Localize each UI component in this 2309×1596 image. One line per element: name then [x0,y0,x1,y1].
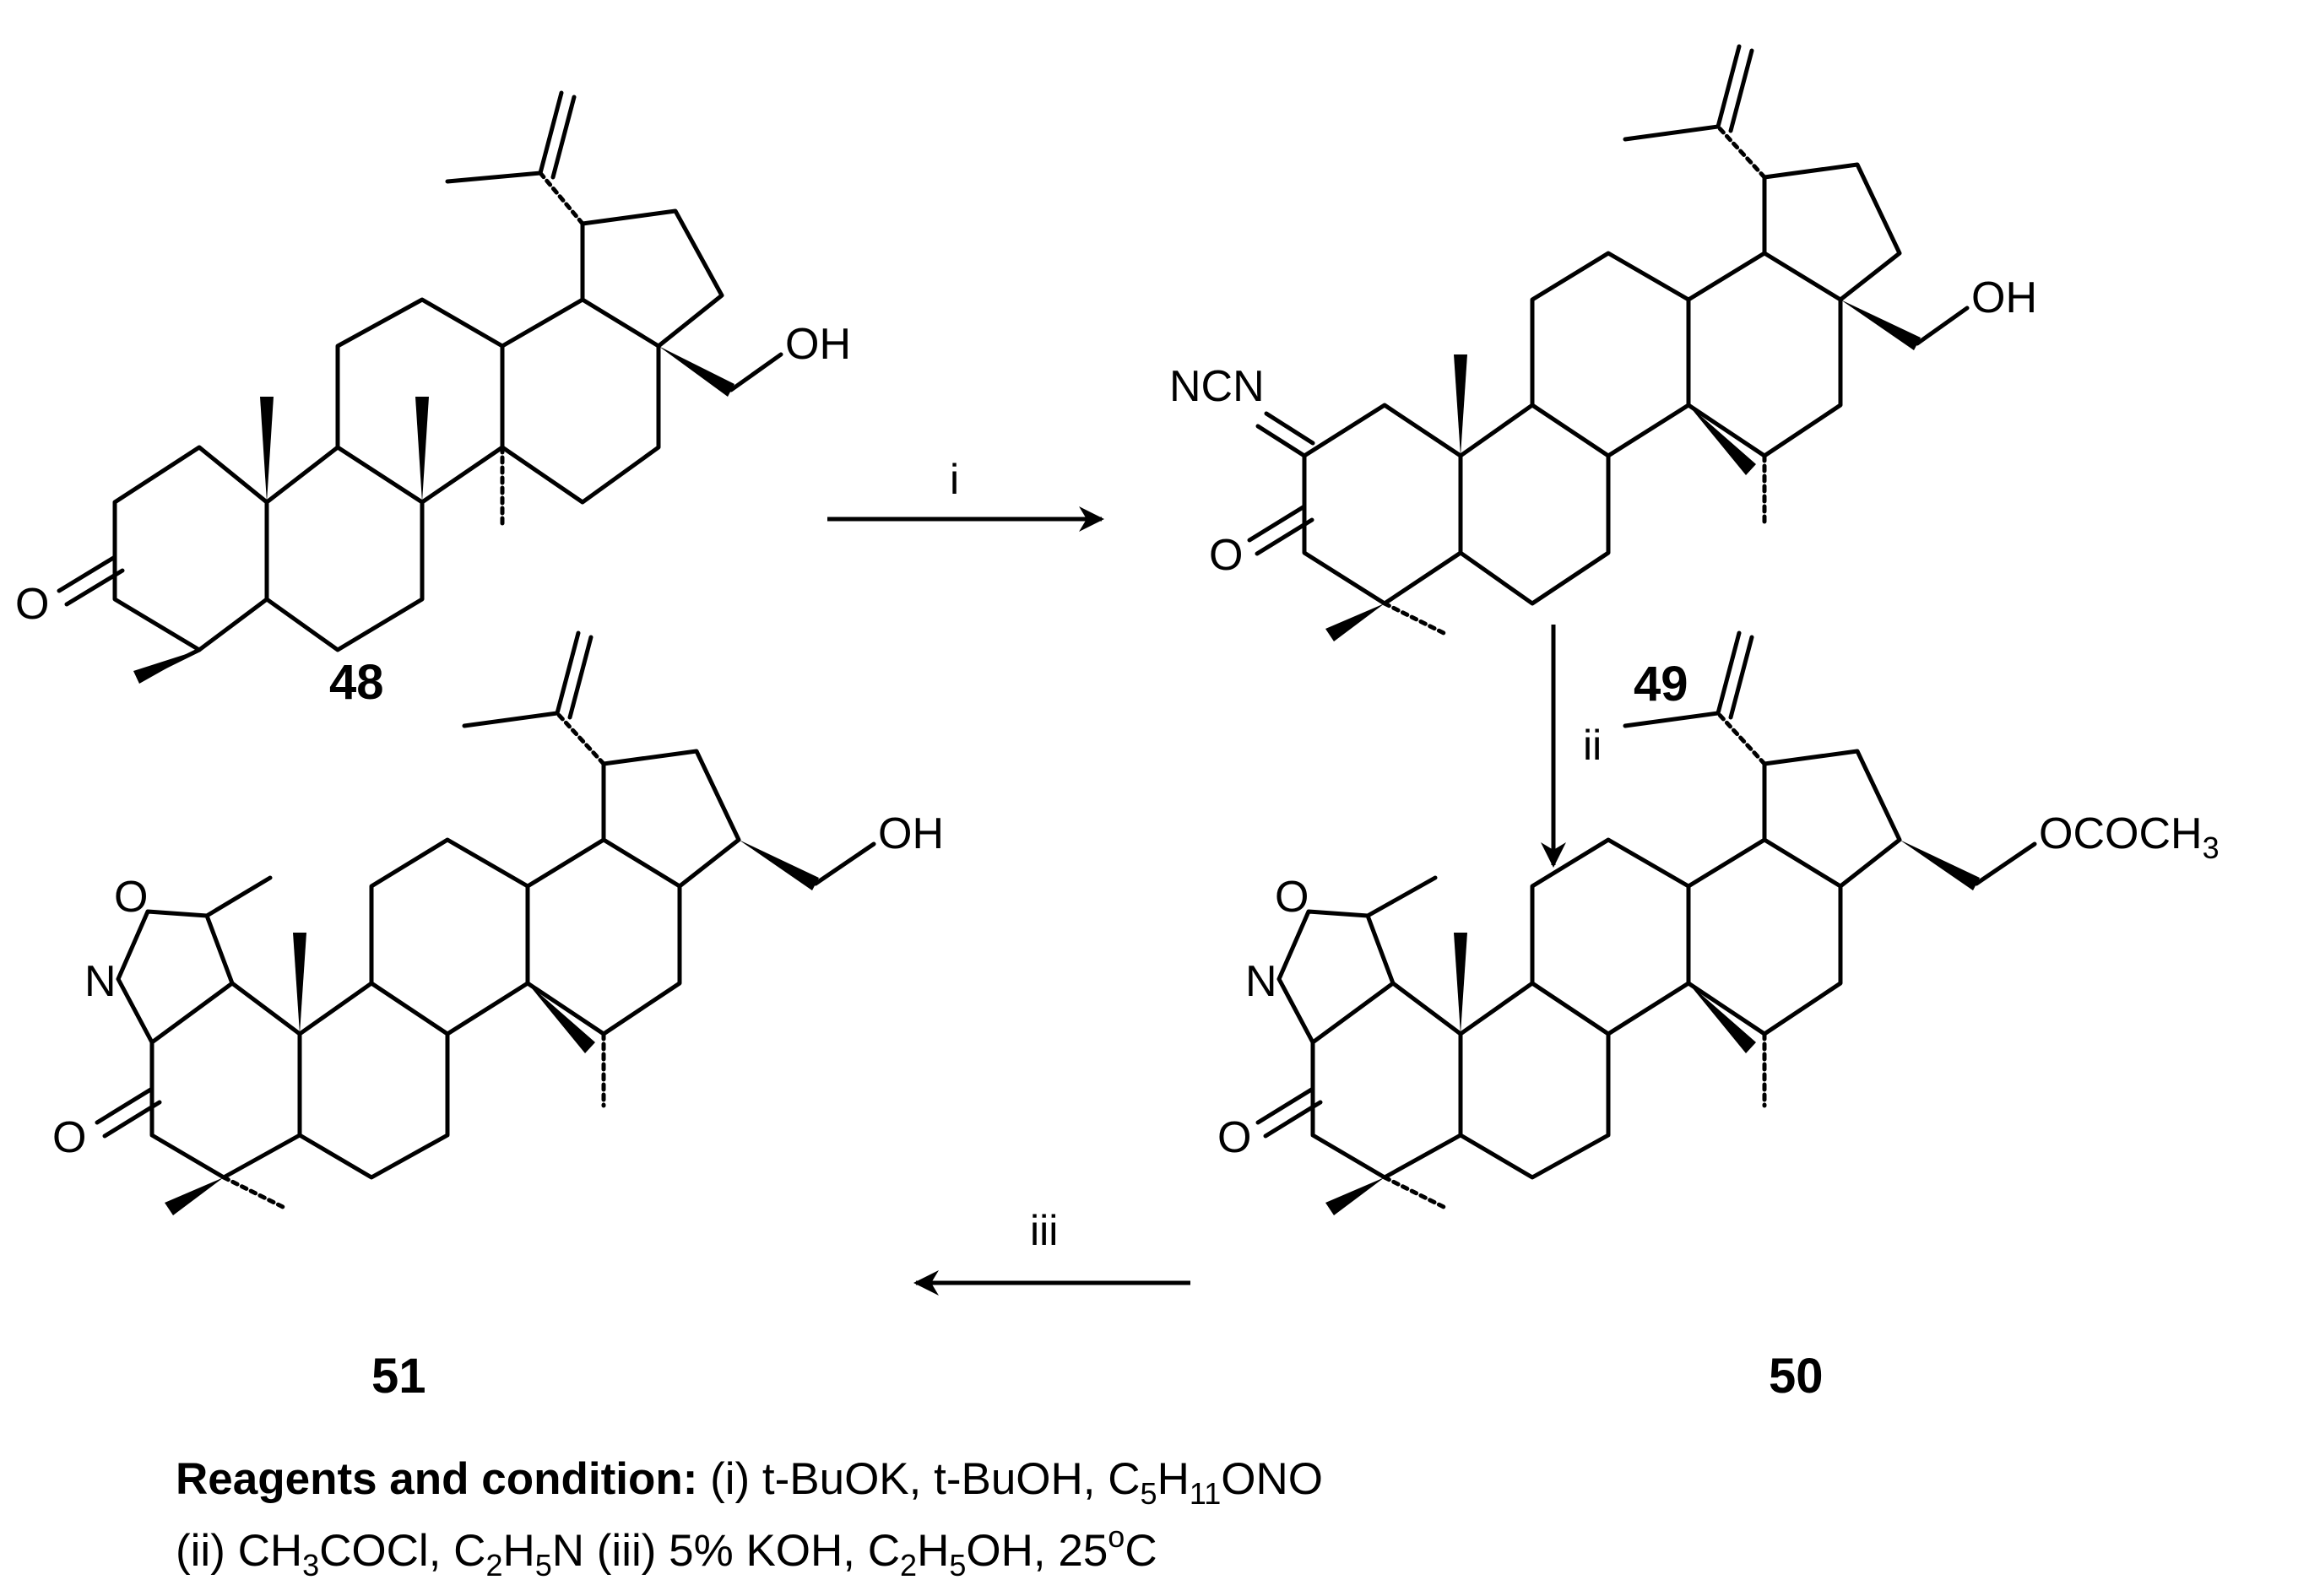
atom-51-ring-n: N [84,957,117,1006]
atom-50-ring-o: O [1275,873,1309,922]
compound-51 [95,630,876,1215]
atom-50-ring-n: N [1245,957,1277,1006]
atom-49-hydroxyl: OH [1971,273,2037,322]
atom-48-carbonyl-o: O [15,580,49,629]
atom-51-ring-o: O [114,873,148,922]
compound-48 [57,90,783,684]
caption-line-2: (ii) CH3COCl, C2H5N (iii) 5% KOH, C2H5OH… [176,1519,1157,1582]
caption-line-1: Reagents and condition: (i) t-BuOK, t-Bu… [176,1454,1323,1511]
atom-51-carbonyl-o: O [52,1113,86,1162]
compound-49 [1247,44,1970,641]
compound-label-51: 51 [371,1349,426,1404]
reaction-arrow-ii: ii [1541,625,1602,868]
reaction-arrow-iii: iii [913,1207,1190,1296]
reaction-label-i: i [950,456,959,503]
atom-48-hydroxyl: OH [785,320,851,369]
compound-label-49: 49 [1634,657,1688,711]
compound-label-50: 50 [1769,1349,1824,1404]
reaction-label-ii: ii [1583,722,1602,769]
compound-50 [1255,630,2037,1215]
atom-49-cyanoimine: NCN [1169,362,1265,411]
atom-50-carbonyl-o: O [1217,1113,1251,1162]
atom-51-hydroxyl: OH [878,809,944,858]
reaction-label-iii: iii [1030,1207,1058,1254]
atom-50-ester: OCOCH3 [2039,809,2220,865]
compound-label-48: 48 [329,655,384,710]
reaction-arrow-i: i [827,456,1104,532]
atom-49-carbonyl-o: O [1209,531,1243,580]
